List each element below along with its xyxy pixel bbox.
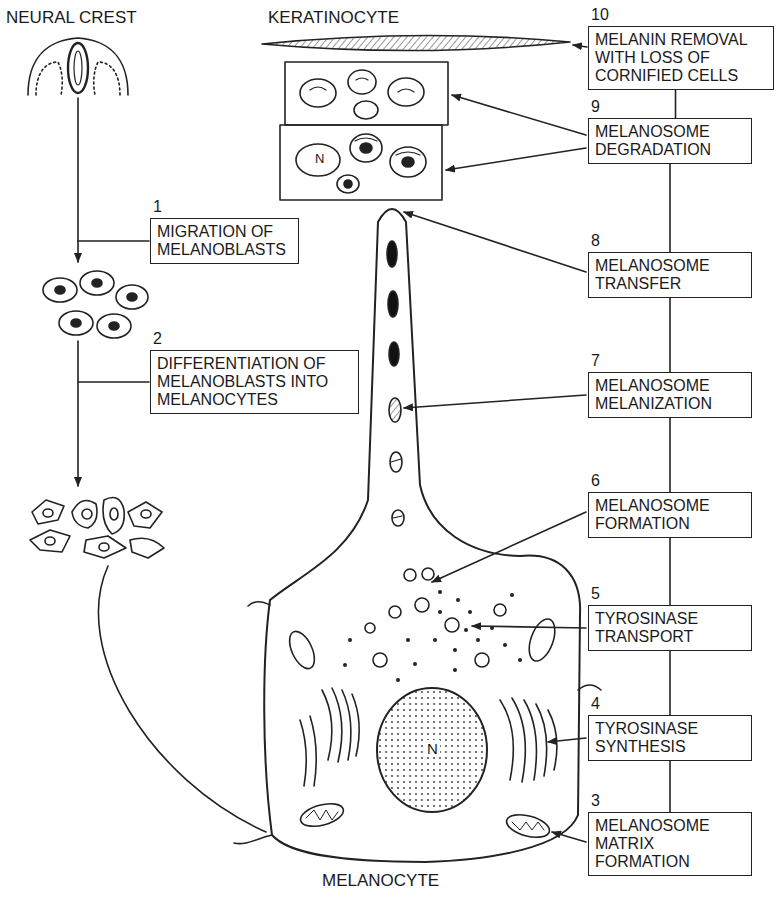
figure-label: MELANOCYTE [322, 871, 439, 891]
step-number: 1 [153, 198, 162, 216]
step-label: MELANOSOME TRANSFER [595, 257, 745, 293]
figure-label: KERATINOCYTE [268, 8, 399, 28]
step-label: TYROSINASE SYNTHESIS [595, 720, 745, 756]
step-number: 8 [591, 232, 600, 250]
step-label: MIGRATION OF MELANOBLASTS [157, 223, 292, 259]
step-box: 7MELANOSOME MELANIZATION [588, 372, 752, 418]
step-number: 9 [591, 98, 600, 116]
connector-line [669, 164, 671, 252]
figure-label: N [313, 152, 326, 167]
step-number: 5 [591, 585, 600, 603]
step-label: MELANOSOME MATRIX FORMATION [595, 817, 745, 871]
step-number: 10 [591, 6, 609, 24]
step-number: 3 [591, 792, 600, 810]
melanocyte-figure [234, 209, 601, 862]
step-number: 7 [591, 352, 600, 370]
step-label: TYROSINASE TRANSPORT [595, 610, 745, 646]
melanoblast-cells [43, 271, 148, 338]
figure-label: NEURAL CREST [6, 8, 137, 28]
neural-crest-figure [28, 38, 128, 95]
differentiating-cells [30, 498, 164, 558]
step-label: MELANOSOME FORMATION [595, 497, 745, 533]
step-box: 8MELANOSOME TRANSFER [588, 252, 752, 298]
step-box: 6MELANOSOME FORMATION [588, 492, 752, 538]
connector-line [669, 418, 671, 492]
figure-label: N [425, 740, 440, 757]
step-box: 5TYROSINASE TRANSPORT [588, 605, 752, 651]
step-number: 6 [591, 472, 600, 490]
step-label: MELANOSOME MELANIZATION [595, 377, 745, 413]
step-box: 10MELANIN REMOVAL WITH LOSS OF CORNIFIED… [588, 26, 774, 90]
step-label: MELANIN REMOVAL WITH LOSS OF CORNIFIED C… [595, 31, 767, 85]
step-box: 3MELANOSOME MATRIX FORMATION [588, 812, 752, 876]
step-label: DIFFERENTIATION OF MELANOBLASTS INTO MEL… [157, 355, 352, 409]
step-number: 4 [591, 695, 600, 713]
step-box: 1MIGRATION OF MELANOBLASTS [150, 218, 299, 264]
connector-line [675, 90, 677, 118]
leader-arrows [404, 45, 587, 842]
step-box: 9MELANOSOME DEGRADATION [588, 118, 752, 164]
step-box: 4TYROSINASE SYNTHESIS [588, 715, 752, 761]
step-number: 2 [153, 330, 162, 348]
migration-line [78, 98, 266, 832]
connector-line [669, 651, 671, 715]
connector-line [669, 761, 671, 812]
step-box: 2DIFFERENTIATION OF MELANOBLASTS INTO ME… [150, 350, 359, 414]
step-label: MELANOSOME DEGRADATION [595, 123, 745, 159]
connector-line [669, 538, 671, 605]
keratinocyte-figure [262, 35, 570, 200]
connector-line [669, 298, 671, 372]
